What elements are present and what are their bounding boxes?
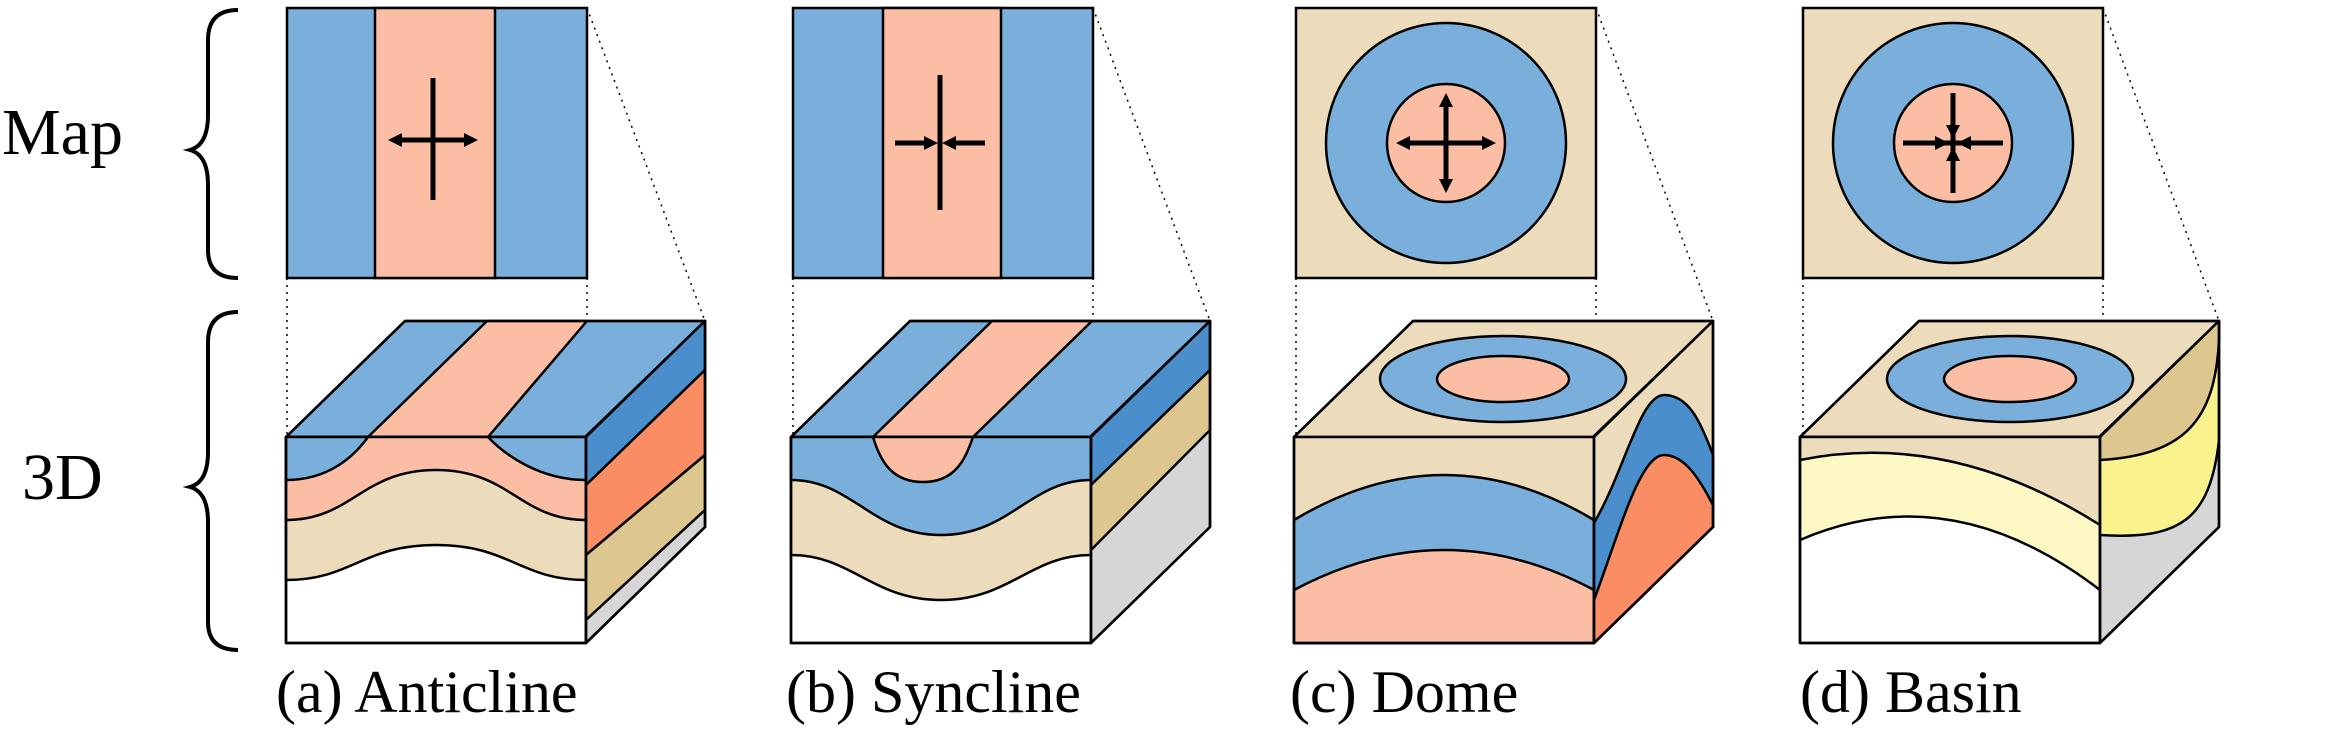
caption-anticline: (a) Anticline	[276, 659, 578, 725]
3d-brace	[182, 310, 239, 652]
basin-block	[1798, 319, 2221, 645]
dome-symbol	[1396, 93, 1496, 193]
anticline-symbol	[388, 78, 478, 200]
syncline-symbol	[895, 75, 985, 210]
caption-syncline: (b) Syncline	[786, 659, 1081, 725]
dome-map	[1294, 6, 1598, 280]
anticline-block	[284, 319, 707, 645]
caption-dome: (c) Dome	[1290, 659, 1519, 725]
panel-basin	[1798, 6, 2221, 645]
panel-anticline	[284, 6, 707, 645]
panel-syncline	[789, 6, 1212, 645]
caption-basin: (d) Basin	[1800, 659, 2022, 725]
syncline-block	[789, 319, 1212, 645]
dome-block	[1292, 319, 1715, 645]
basin-map	[1801, 6, 2105, 280]
basin-symbol	[1903, 93, 2003, 193]
anticline-map	[285, 6, 589, 280]
panel-dome	[1292, 6, 1715, 645]
row-label-3d: 3D	[22, 441, 103, 514]
syncline-map	[791, 6, 1095, 280]
map-brace	[182, 8, 239, 280]
row-label-map: Map	[2, 96, 123, 169]
